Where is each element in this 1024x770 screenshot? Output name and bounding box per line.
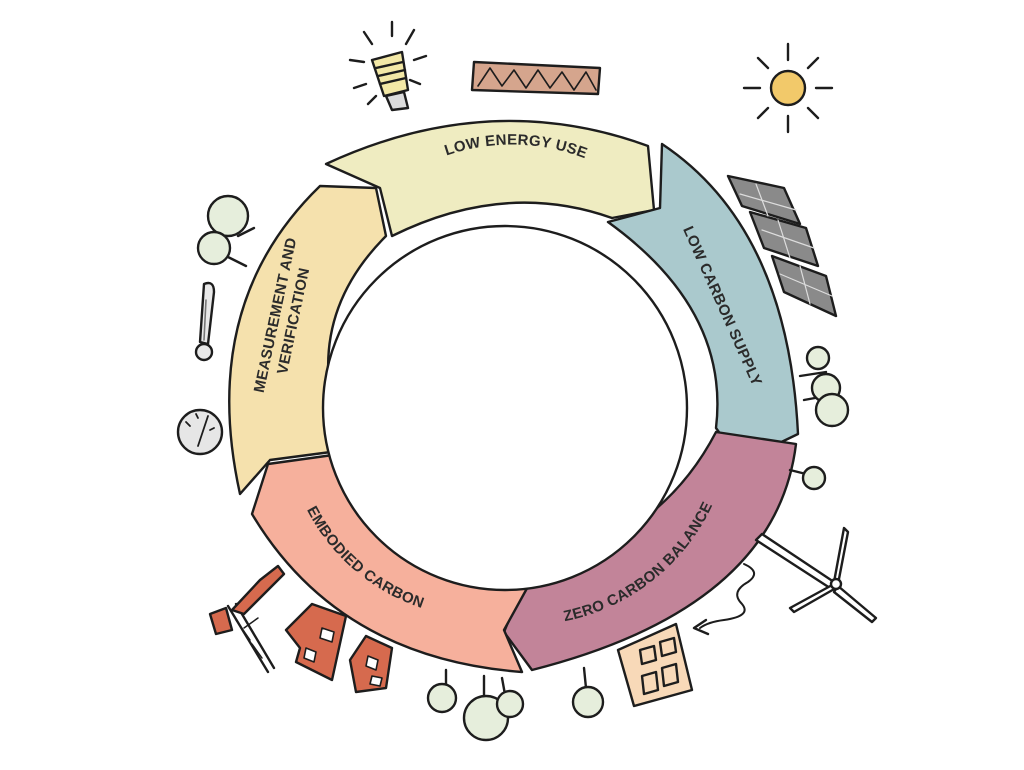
meter-icon: [176, 408, 224, 456]
house-icon: [616, 622, 694, 708]
segment-low-energy-use: [324, 119, 656, 238]
factory-icon: [284, 602, 394, 694]
sun-icon: [742, 42, 834, 134]
tree-icon: [426, 666, 605, 742]
ring-center: [321, 224, 689, 592]
wind-turbine-icon: [754, 526, 878, 624]
tree-icon: [788, 345, 850, 491]
tree-icon: [196, 194, 256, 268]
light-bulb-icon: [348, 20, 428, 112]
wind-arrow-icon: [692, 563, 755, 636]
crane-icon: [208, 564, 286, 674]
thermometer-icon: [194, 281, 216, 362]
insulation-icon: [470, 60, 602, 96]
solar-panel-icon: [726, 174, 838, 318]
